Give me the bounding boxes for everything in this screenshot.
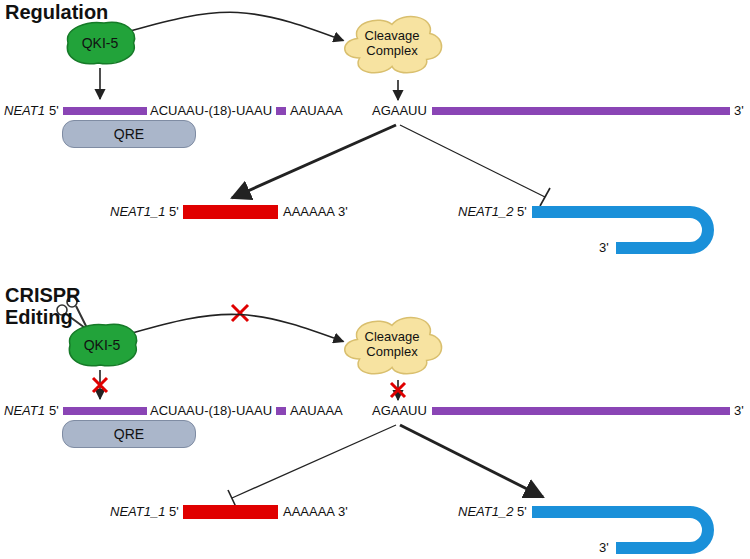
strand-end: 3' — [734, 104, 744, 118]
polya-tail: AAAAAA 3' — [283, 505, 348, 519]
sequence-motif: ACUAAU-(18)-UAAU — [150, 404, 272, 418]
panel-crispr — [57, 297, 730, 548]
motif-box: QRE — [62, 420, 196, 448]
neat1-2-hairpin — [532, 212, 708, 248]
strand-end: 5' — [49, 104, 59, 118]
sequence-motif: AAUAAA — [290, 404, 343, 418]
complex-cloud: Cleavage Complex — [338, 310, 446, 380]
sequence-motif: AGAAUU — [372, 104, 427, 118]
node-label: QRE — [114, 426, 144, 442]
inhibit-bar — [228, 490, 236, 507]
regulation-arrow — [134, 314, 343, 341]
rna-bar — [432, 107, 730, 115]
strand-end: 5' — [517, 505, 527, 519]
panel-regulation — [63, 68, 730, 248]
product-arrow — [232, 125, 396, 198]
isoform-name: NEAT1_1 — [110, 505, 165, 519]
node-label: QKI-5 — [82, 35, 119, 51]
isoform-name: NEAT1_2 — [458, 205, 513, 219]
node-label: Cleavage Complex — [356, 330, 428, 360]
rna-bar — [63, 407, 147, 415]
binding-arrow — [99, 68, 101, 99]
sequence-motif: ACUAAU-(18)-UAAU — [150, 104, 272, 118]
gene-name: NEAT1 — [4, 104, 45, 118]
protein-blob: QKI-5 — [62, 320, 142, 370]
strand-end: 5' — [49, 404, 59, 418]
node-label: QRE — [114, 126, 144, 142]
polya-tail: AAAAAA 3' — [283, 205, 348, 219]
motif-box: QRE — [62, 120, 196, 148]
complex-cloud: Cleavage Complex — [338, 9, 446, 79]
inhibit-line — [232, 425, 396, 498]
sequence-motif: AAUAAA — [290, 104, 343, 118]
neat1-1-bar — [183, 505, 278, 519]
isoform-name: NEAT1_1 — [110, 205, 165, 219]
inhibit-bar — [540, 188, 550, 206]
node-label: QKI-5 — [84, 337, 121, 353]
rna-bar — [63, 107, 147, 115]
gene-name: NEAT1 — [4, 404, 45, 418]
cleavage-arrow — [397, 80, 399, 100]
inhibit-line — [400, 125, 545, 197]
protein-blob: QKI-5 — [60, 18, 140, 68]
panel-title: Regulation — [5, 1, 108, 23]
rna-bar — [432, 407, 730, 415]
node-label: Cleavage Complex — [356, 29, 428, 59]
strand-end: 3' — [734, 404, 744, 418]
strand-end: 5' — [169, 505, 179, 519]
isoform-name: NEAT1_2 — [458, 505, 513, 519]
product-arrow — [400, 425, 543, 497]
panel-title: CRISPR Editing — [5, 284, 95, 328]
strand-end: 5' — [517, 205, 527, 219]
rna-bar — [276, 107, 286, 115]
sequence-motif: AGAAUU — [372, 404, 427, 418]
strand-end: 5' — [169, 205, 179, 219]
strand-end: 3' — [599, 241, 609, 255]
strand-end: 3' — [599, 541, 609, 555]
rna-bar — [276, 407, 286, 415]
regulation-arrow — [132, 12, 343, 40]
neat1-2-hairpin — [532, 512, 708, 548]
neat1-1-bar — [183, 205, 278, 219]
